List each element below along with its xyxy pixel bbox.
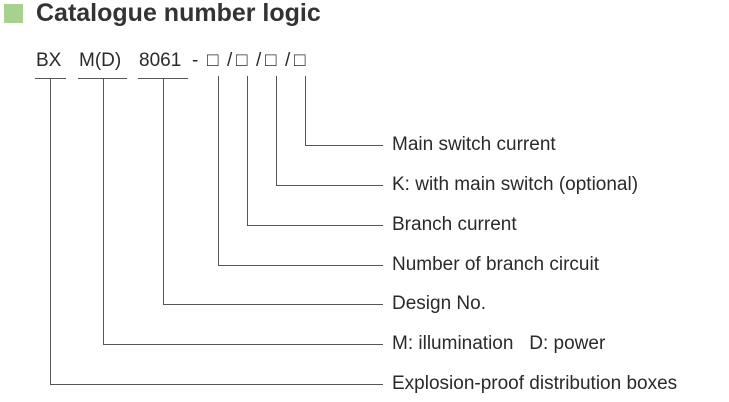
- label-branch-circuit-count: Number of branch circuit: [392, 254, 599, 275]
- connector-illumination-power: [103, 79, 383, 345]
- code-type: M(D): [79, 50, 122, 71]
- label-with-main-switch: K: with main switch (optional): [392, 174, 639, 195]
- code-box-branch-current: □: [236, 50, 248, 71]
- label-branch-current: Branch current: [392, 214, 517, 235]
- connector-with-main-switch: [276, 76, 383, 186]
- code-box-branch-count: □: [207, 50, 219, 71]
- connector-explosion-proof: [50, 79, 383, 385]
- label-explosion-proof: Explosion-proof distribution boxes: [392, 373, 678, 394]
- label-design-no: Design No.: [392, 293, 486, 314]
- code-dash: -: [192, 50, 199, 71]
- title-marker: [4, 4, 23, 23]
- code-separator: /: [227, 50, 233, 71]
- code-separator: /: [256, 50, 262, 71]
- code-box-main-switch: □: [265, 50, 277, 71]
- code-box-main-current: □: [294, 50, 306, 71]
- page-title: Catalogue number logic: [36, 0, 321, 27]
- label-illumination-power: M: illumination D: power: [392, 333, 606, 354]
- label-main-switch-current: Main switch current: [392, 134, 556, 155]
- connector-branch-current: [247, 76, 383, 226]
- connector-branch-circuit-count: [218, 76, 383, 266]
- code-series: BX: [36, 50, 62, 71]
- code-design: 8061: [139, 50, 182, 71]
- connector-design-no: [163, 79, 383, 305]
- connector-main-switch-current: [305, 76, 383, 146]
- code-separator: /: [285, 50, 291, 71]
